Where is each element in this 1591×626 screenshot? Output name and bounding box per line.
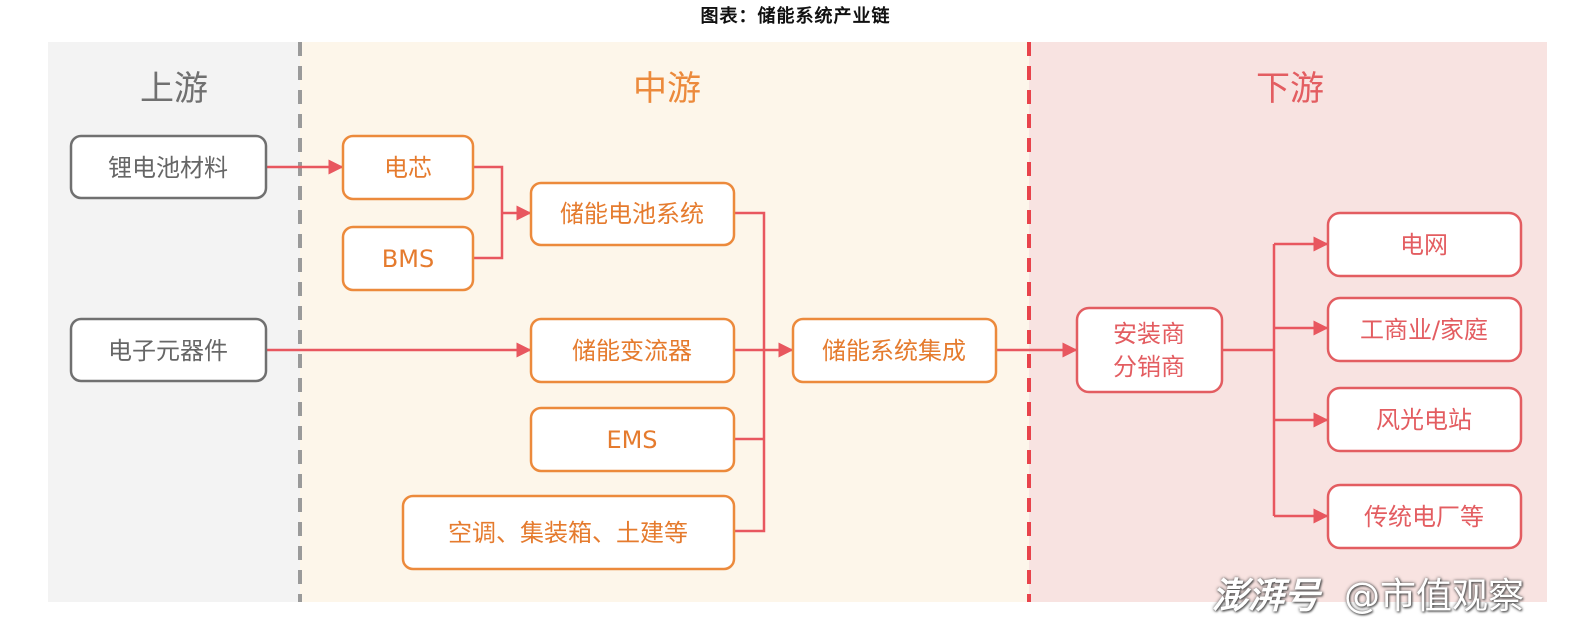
node-system-integration: 储能系统集成 bbox=[791, 317, 998, 384]
node-auxiliary: 空调、集装箱、土建等 bbox=[401, 494, 736, 571]
midstream-heading: 中游 bbox=[633, 69, 701, 109]
node-pcs: 储能变流器 bbox=[529, 317, 736, 384]
node-label: 锂电池材料 bbox=[108, 154, 228, 182]
connector-battery-system-bus bbox=[734, 211, 766, 533]
node-label: 电子元器件 bbox=[108, 337, 228, 365]
node-electronic-components: 电子元器件 bbox=[69, 317, 268, 383]
node-cell: 电芯 bbox=[341, 134, 475, 201]
node-installer-distributor: 安装商 分销商 bbox=[1075, 306, 1224, 394]
node-label: 空调、集装箱、土建等 bbox=[448, 519, 688, 547]
node-lithium-materials: 锂电池材料 bbox=[69, 134, 268, 200]
node-bms: BMS bbox=[341, 225, 475, 292]
node-label: 储能系统集成 bbox=[822, 337, 966, 365]
node-label: 储能变流器 bbox=[572, 337, 692, 365]
node-label: 储能电池系统 bbox=[560, 200, 704, 228]
watermark-brand: 澎湃号 bbox=[1212, 576, 1321, 617]
node-label: 风光电站 bbox=[1376, 406, 1472, 434]
downstream-heading: 下游 bbox=[1256, 69, 1324, 109]
node-label-line2: 分销商 bbox=[1113, 353, 1185, 381]
node-label: 电网 bbox=[1400, 231, 1448, 259]
node-label: 电芯 bbox=[384, 154, 432, 182]
node-label-line1: 安装商 bbox=[1113, 320, 1185, 348]
node-label: BMS bbox=[382, 245, 434, 273]
node-label: 传统电厂等 bbox=[1364, 503, 1484, 531]
chart-title: 图表：储能系统产业链 bbox=[700, 6, 891, 27]
node-traditional-plant: 传统电厂等 bbox=[1326, 483, 1523, 550]
watermark-account: @市值观察 bbox=[1344, 576, 1525, 617]
node-ems: EMS bbox=[529, 406, 736, 473]
node-commercial-home: 工商业/家庭 bbox=[1326, 296, 1523, 363]
node-label: EMS bbox=[606, 426, 657, 454]
upstream-heading: 上游 bbox=[140, 69, 208, 109]
watermark: 澎湃号 @市值观察 bbox=[1212, 567, 1524, 619]
node-grid: 电网 bbox=[1326, 211, 1523, 278]
node-label: 工商业/家庭 bbox=[1360, 316, 1488, 344]
node-battery-system: 储能电池系统 bbox=[529, 181, 736, 247]
node-wind-solar: 风光电站 bbox=[1326, 386, 1523, 453]
connectors bbox=[266, 159, 1329, 533]
